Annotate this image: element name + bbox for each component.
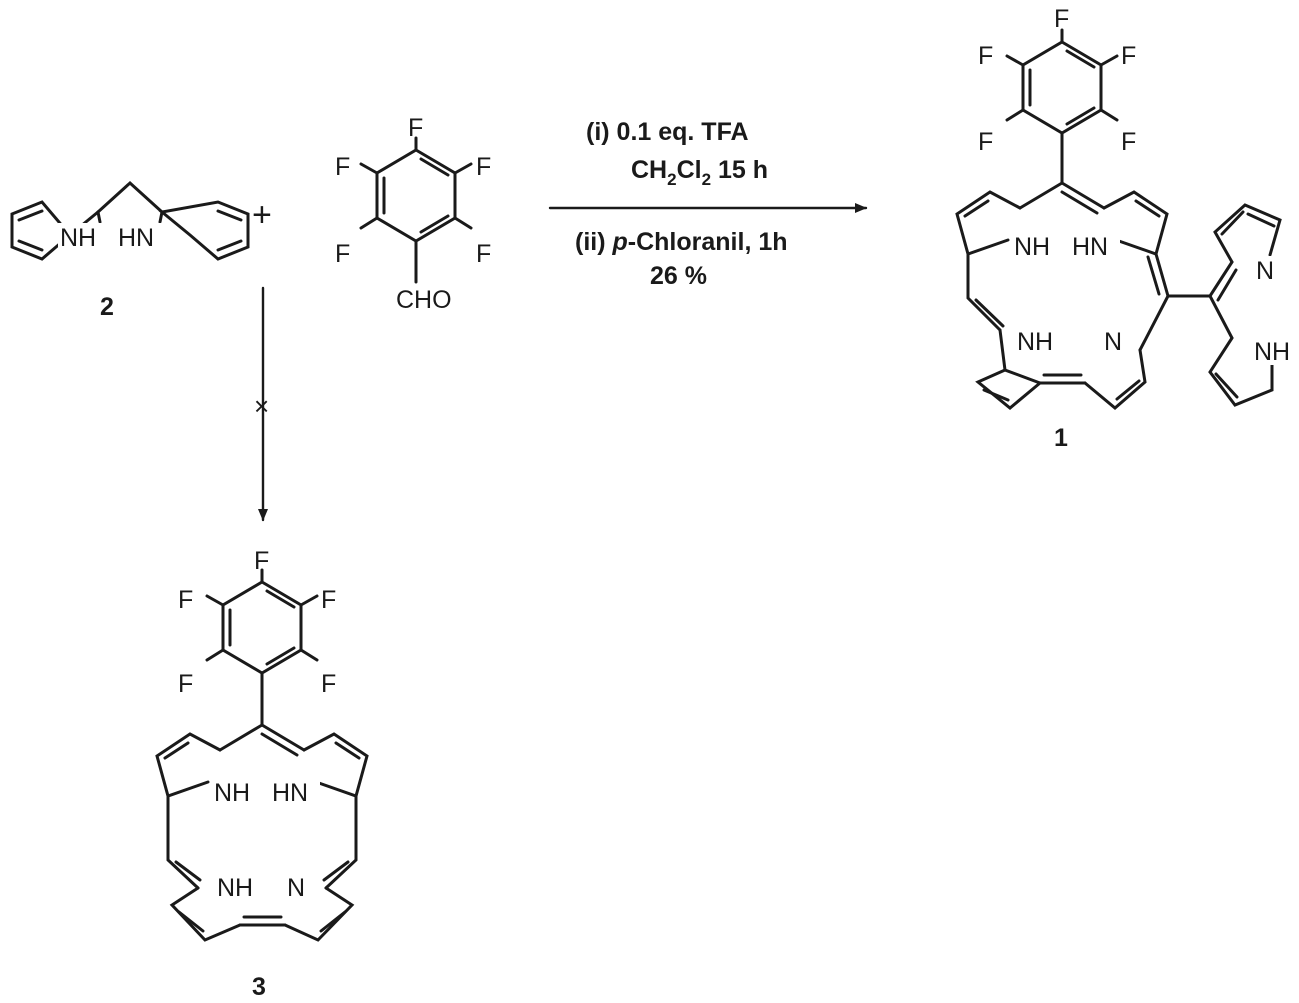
nh-label: NH	[214, 779, 250, 807]
condition-step-2: (ii) p-Chloranil, 1h	[575, 228, 788, 256]
fluorine-label: F	[1054, 5, 1069, 33]
n-label: N	[1104, 328, 1122, 356]
compound-number-3: 3	[252, 973, 266, 1001]
nh-label: NH	[1254, 338, 1290, 366]
fluorine-label: F	[335, 153, 350, 181]
hn-label: HN	[272, 779, 308, 807]
n-label: N	[287, 874, 305, 902]
hn-label: HN	[1072, 233, 1108, 261]
condition-solvent-time: CH2Cl2 15 h	[631, 156, 768, 189]
fluorine-label: F	[476, 240, 491, 268]
fluorine-label: F	[335, 240, 350, 268]
fluorine-label: F	[178, 586, 193, 614]
compound-number-2: 2	[100, 293, 114, 321]
fluorine-label: F	[408, 114, 423, 142]
product-1-structure	[955, 28, 1282, 410]
fluorine-label: F	[978, 128, 993, 156]
condition-step-1: (i) 0.1 eq. TFA	[586, 118, 749, 146]
plus-sign: +	[252, 196, 272, 234]
fluorine-label: F	[178, 670, 193, 698]
fluorine-label: F	[321, 586, 336, 614]
nh-label: NH	[60, 224, 96, 252]
fluorine-label: F	[978, 42, 993, 70]
cho-label: CHO	[396, 286, 452, 314]
fluorine-label: F	[1121, 128, 1136, 156]
nh-label: NH	[217, 874, 253, 902]
product-3-structure	[155, 568, 369, 942]
fluorine-label: F	[321, 670, 336, 698]
hn-label: HN	[118, 224, 154, 252]
nh-label: NH	[1017, 328, 1053, 356]
compound-number-1: 1	[1054, 424, 1068, 452]
fluorine-label: F	[254, 547, 269, 575]
pentafluorobenzaldehyde-structure	[359, 136, 473, 284]
fluorine-label: F	[476, 153, 491, 181]
blocked-cross: ×	[254, 391, 269, 421]
nh-label: NH	[1014, 233, 1050, 261]
n-label: N	[1256, 257, 1274, 285]
yield-label: 26 %	[650, 262, 707, 290]
fluorine-label: F	[1121, 42, 1136, 70]
